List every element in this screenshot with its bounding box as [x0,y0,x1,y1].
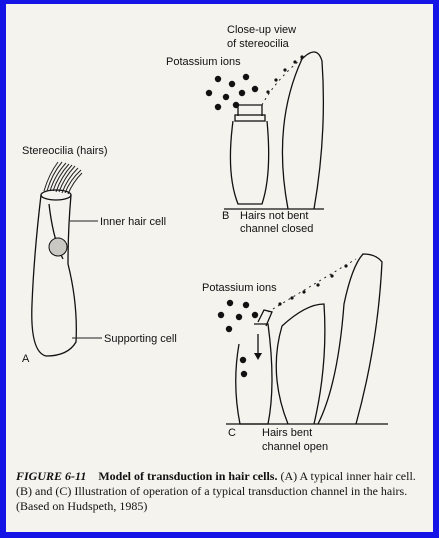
inner-hair-cell-a [32,190,77,356]
panel-c-letter: C [228,427,236,439]
stereocilia-hairs-a [44,162,82,194]
figure-caption: FIGURE 6-11 Model of transduction in hai… [16,469,430,514]
close-up-label-line1: Close-up view [227,24,296,36]
panel-a-letter: A [22,353,30,365]
panel-b-letter: B [222,210,229,222]
inner-hair-cell-label: Inner hair cell [100,216,166,228]
caption-title: Model of transduction in hair cells. [98,469,277,483]
panel-b-caption-line1: Hairs not bent [240,210,308,222]
caption-label: FIGURE 6-11 [16,469,86,483]
stereocilia-label: Stereocilia (hairs) [22,145,108,157]
potassium-label-b: Potassium ions [166,56,241,68]
closeup-stereocilia-c [226,254,388,424]
potassium-label-c: Potassium ions [202,282,277,294]
hair-cell-figure: Close-up view of stereocilia Potassium i… [6,4,433,466]
panel-b-caption-line2: channel closed [240,223,313,235]
panel-c-caption-line1: Hairs bent [262,427,312,439]
supporting-cell-label: Supporting cell [104,333,177,345]
potassium-ions-c [218,300,258,377]
panel-c-caption-line2: channel open [262,441,328,453]
textbook-page: Close-up view of stereocilia Potassium i… [6,4,433,532]
closeup-stereocilia-b [224,52,324,209]
close-up-label-line2: of stereocilia [227,38,290,50]
